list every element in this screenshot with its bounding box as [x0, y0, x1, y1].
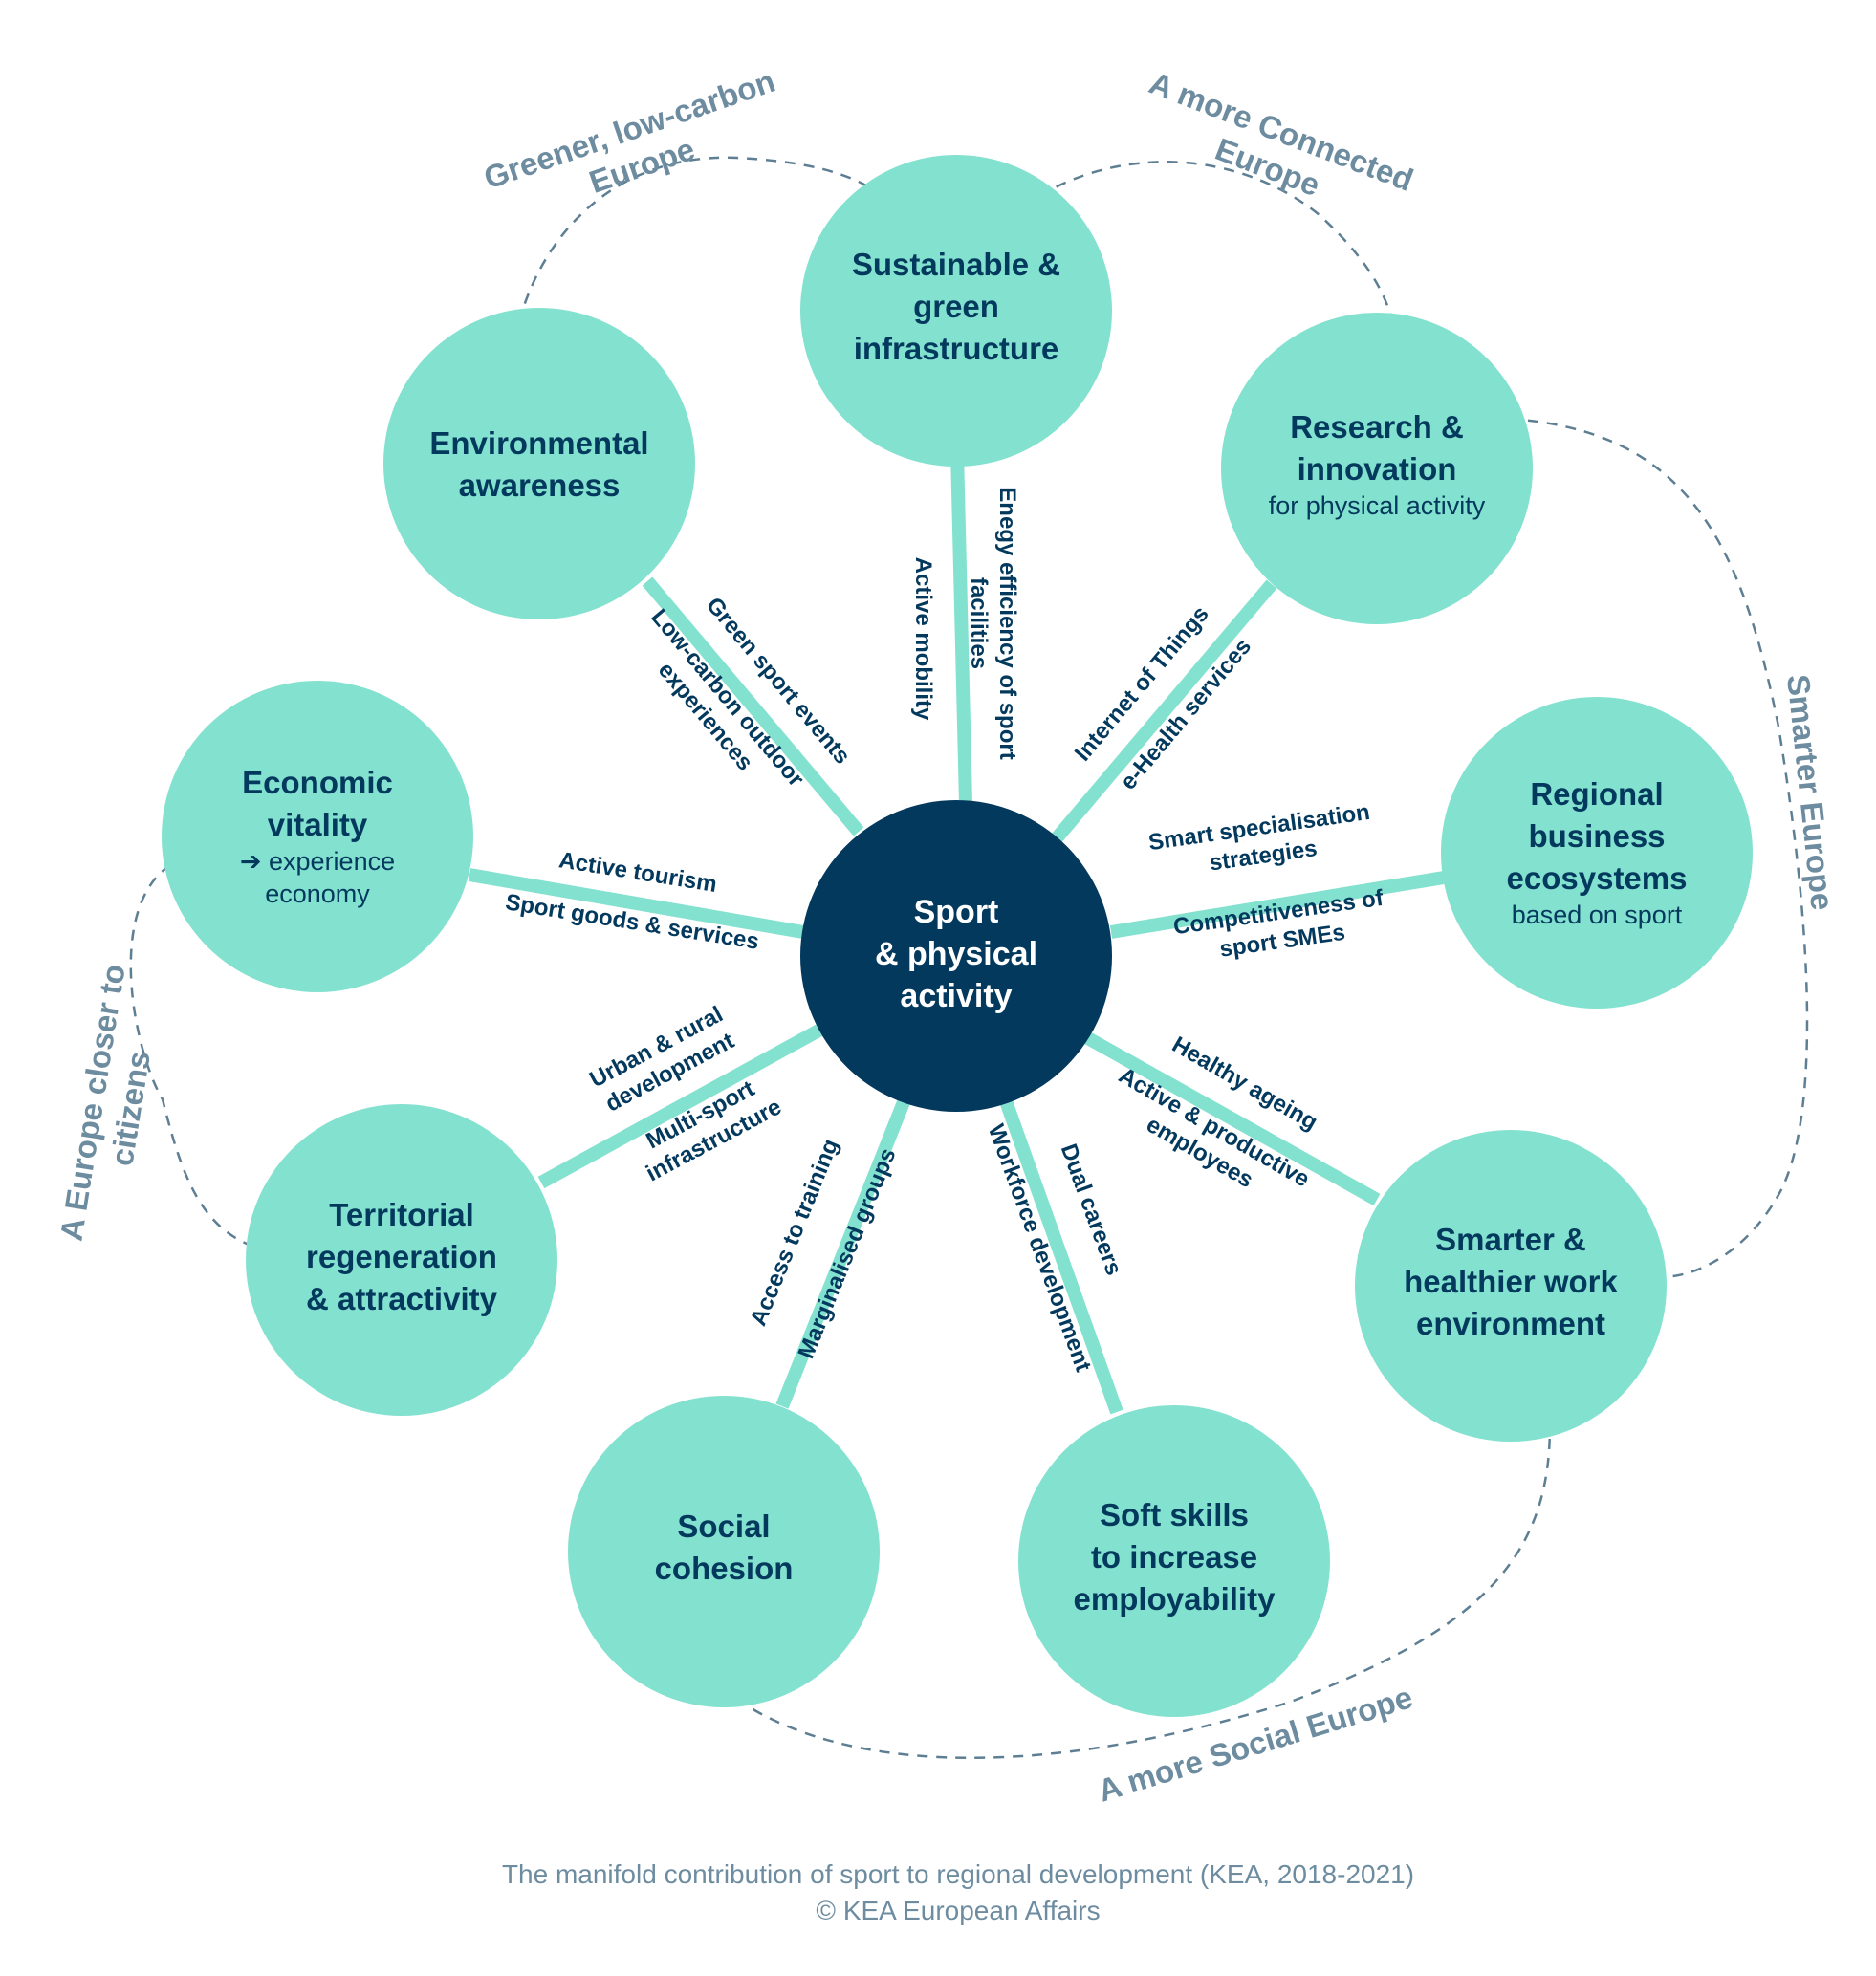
spoke-economic — [468, 868, 805, 939]
node-softskills-title-line: Soft skills — [1100, 1497, 1249, 1532]
greener-arc — [513, 156, 885, 341]
node-economic-title-line: vitality — [268, 807, 368, 842]
spoke-label-ehealth: e-Health services — [1115, 634, 1256, 795]
spoke-softskills — [999, 1098, 1123, 1415]
node-research-subtitle: for physical activity — [1269, 491, 1486, 520]
node-environmental-title-line: Environmental — [429, 425, 648, 461]
caption: The manifold contribution of sport to re… — [502, 1859, 1414, 1925]
center-label-line: Sport — [914, 894, 999, 930]
social-arc — [726, 1400, 1552, 1759]
spoke-territorial — [537, 1023, 824, 1189]
node-regional-title-line: ecosystems — [1507, 860, 1688, 896]
node-territorial-title-line: regeneration — [306, 1239, 497, 1274]
node-smarter-title-line: Smarter & — [1435, 1222, 1586, 1257]
node-circles — [162, 155, 1753, 1717]
node-softskills-title-line: to increase — [1091, 1539, 1257, 1574]
node-sustainable-title-line: Sustainable & — [852, 247, 1060, 282]
node-environmental[interactable] — [383, 308, 695, 619]
spoke-label-ehealth-line: e-Health services — [1115, 634, 1256, 795]
spokes — [468, 450, 1446, 1415]
spoke-label-smart-specialisation: Smart specialisationstrategies — [1146, 799, 1375, 884]
spoke-sustainable — [950, 450, 972, 804]
node-research-title-line: Research & — [1290, 409, 1464, 445]
node-sustainable-title-line: green — [913, 289, 999, 324]
node-research-title: Research & innovation — [1290, 409, 1464, 487]
node-regional[interactable] — [1441, 697, 1753, 1009]
center-label-line: & physical — [875, 936, 1037, 972]
node-texts: Sustainable & green infrastructureResearch… — [240, 247, 1688, 1617]
caption-line2: © KEA European Affairs — [816, 1896, 1100, 1925]
node-territorial-title-line: Territorial — [329, 1197, 474, 1232]
node-research-title-line: innovation — [1298, 451, 1457, 487]
goal-label-connected: A more ConnectedEurope — [1131, 65, 1418, 234]
node-economic-title-line: Economic — [242, 765, 393, 800]
node-economic[interactable] — [162, 681, 473, 992]
node-research[interactable] — [1221, 313, 1533, 624]
node-territorial-title: Territorial regeneration & attractivity — [306, 1197, 498, 1316]
node-sustainable-title: Sustainable & green infrastructure — [852, 247, 1060, 366]
spoke-smarter — [1082, 1031, 1381, 1206]
node-environmental-title-line: awareness — [459, 467, 621, 503]
node-social-title-line: cohesion — [655, 1551, 794, 1586]
spoke-label-competitiveness: Competitiveness ofsport SMEs — [1171, 885, 1389, 968]
node-social[interactable] — [568, 1396, 880, 1707]
node-research-subtitle-line: for physical activity — [1269, 491, 1486, 520]
caption-line1: The manifold contribution of sport to re… — [502, 1859, 1414, 1889]
node-smarter-title-line: environment — [1416, 1306, 1605, 1341]
spoke-label-energy-efficiency-line: facilities — [966, 577, 992, 669]
node-softskills-title-line: employability — [1074, 1581, 1276, 1617]
node-social-title-line: Social — [677, 1509, 770, 1544]
goal-label-citizens: A Europe closer tocitizens — [54, 962, 170, 1249]
node-social-title: Social cohesion — [655, 1509, 794, 1586]
node-softskills[interactable] — [1018, 1405, 1330, 1717]
node-territorial-title-line: & attractivity — [306, 1281, 498, 1316]
node-regional-subtitle-line: based on sport — [1512, 901, 1683, 929]
node-smarter-title-line: healthier work — [1404, 1264, 1618, 1299]
spoke-environmental — [642, 576, 864, 836]
node-smarter-title: Smarter & healthier work environment — [1404, 1222, 1618, 1341]
spoke-label-low-carbon: Low-carbon outdoorexperiences — [623, 604, 809, 810]
node-sustainable-title-line: infrastructure — [854, 331, 1059, 366]
spoke-social — [775, 1095, 912, 1409]
spoke-research — [1050, 579, 1277, 844]
node-economic-title: Economic vitality — [242, 765, 393, 842]
spoke-regional — [1109, 871, 1446, 939]
spoke-label-active-mobility: Active mobility — [910, 557, 936, 721]
goal-label-greener: Greener, low-carbonEurope — [479, 63, 792, 232]
node-territorial[interactable] — [246, 1104, 557, 1416]
node-regional-title-line: Regional — [1530, 776, 1663, 812]
node-sustainable[interactable] — [800, 155, 1112, 467]
node-economic-subtitle-line: ➔ experience — [240, 847, 395, 876]
center-sport-hub[interactable] — [800, 800, 1112, 1112]
node-economic-subtitle: ➔ experience economy — [240, 847, 395, 908]
connected-arc — [1038, 161, 1398, 340]
spoke-label-energy-efficiency: Enegy efficiency of sportfacilities — [966, 487, 1020, 759]
node-economic-subtitle-line: economy — [265, 879, 370, 908]
spoke-label-energy-efficiency-line: Enegy efficiency of sport — [994, 487, 1020, 759]
node-softskills-title: Soft skills to increase employability — [1074, 1497, 1276, 1617]
node-regional-subtitle: based on sport — [1512, 901, 1683, 929]
node-smarter[interactable] — [1355, 1130, 1667, 1442]
node-regional-title-line: business — [1528, 818, 1665, 854]
smarter-arc — [1508, 417, 1809, 1278]
node-regional-title: Regional business ecosystems — [1507, 776, 1688, 896]
center-label: Sport & physical activity — [875, 894, 1037, 1014]
center-label-line: activity — [900, 978, 1012, 1014]
node-environmental-title: Environmental awareness — [429, 425, 648, 503]
goal-arcs — [129, 156, 1809, 1759]
spoke-label-active-mobility-line: Active mobility — [910, 557, 936, 721]
